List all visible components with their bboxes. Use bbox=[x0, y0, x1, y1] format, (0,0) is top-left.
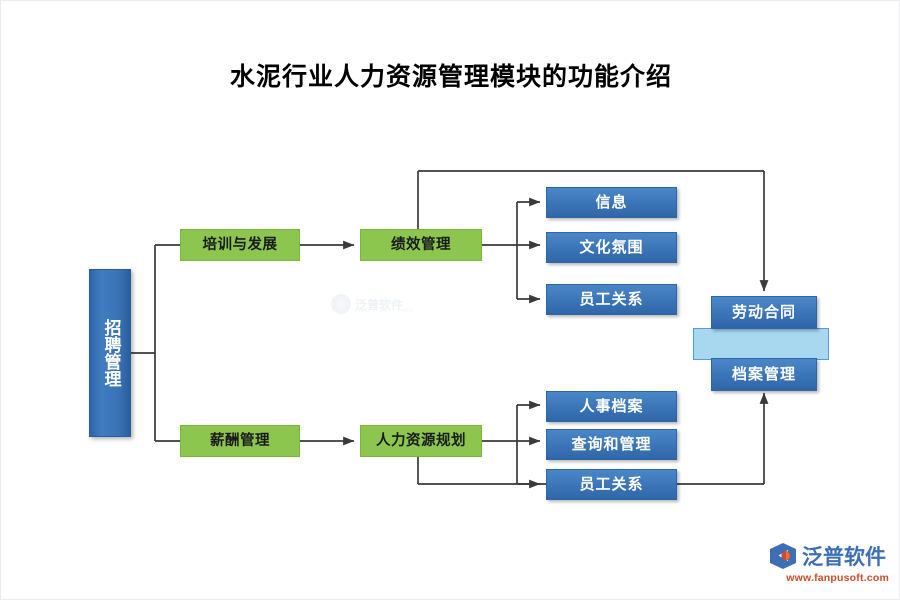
fanpu-logo-icon bbox=[769, 542, 797, 570]
node-personnel-records[interactable]: 人事档案 bbox=[546, 391, 677, 422]
node-recruitment-management[interactable]: 招聘管理 bbox=[89, 269, 131, 437]
brand-logo: 泛普软件 www.fanpusoft.com bbox=[769, 541, 889, 589]
node-labor-contract[interactable]: 劳动合同 bbox=[711, 296, 817, 329]
node-cultural-atmosphere[interactable]: 文化氛围 bbox=[546, 232, 677, 263]
logo-text: 泛普软件 bbox=[802, 546, 886, 569]
node-query-and-management[interactable]: 查询和管理 bbox=[546, 429, 677, 460]
node-employee-relations-upper[interactable]: 员工关系 bbox=[546, 284, 677, 315]
node-compensation-management[interactable]: 薪酬管理 bbox=[180, 425, 300, 457]
page-title: 水泥行业人力资源管理模块的功能介绍 bbox=[229, 63, 672, 91]
node-employee-relations-lower[interactable]: 员工关系 bbox=[546, 469, 677, 500]
node-archive-management[interactable]: 档案管理 bbox=[711, 358, 817, 391]
logo-url: www.fanpusoft.com bbox=[786, 572, 889, 584]
node-highlight-band[interactable] bbox=[693, 328, 829, 360]
node-training-and-development[interactable]: 培训与发展 bbox=[180, 229, 300, 261]
node-human-resource-planning[interactable]: 人力资源规划 bbox=[360, 425, 482, 457]
node-information[interactable]: 信息 bbox=[546, 187, 677, 218]
node-performance-management[interactable]: 绩效管理 bbox=[360, 229, 482, 261]
